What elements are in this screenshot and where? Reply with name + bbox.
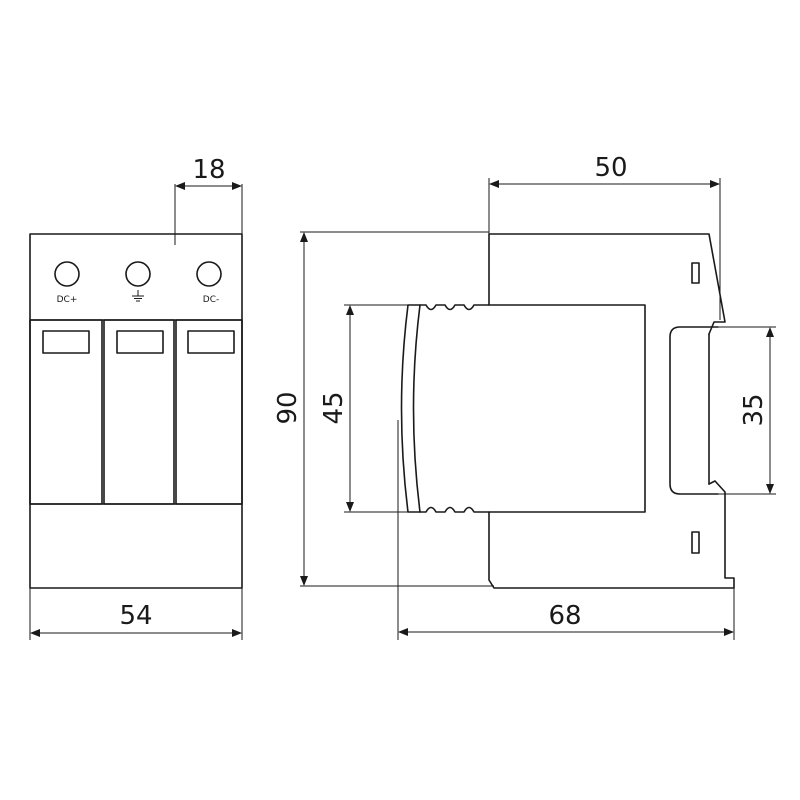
terminal-label-dc-minus: DC- (203, 295, 219, 305)
status-window-1 (42, 330, 90, 354)
front-view: DC+ DC- 18 54 (29, 155, 243, 640)
plug-module-outline (400, 304, 646, 513)
module-3 (175, 319, 243, 505)
plug-module-front-curve (412, 304, 421, 513)
terminal-ground (125, 261, 151, 287)
dim-90-label: 90 (273, 391, 303, 424)
module-1 (29, 319, 103, 505)
terminal-dc-plus (54, 261, 80, 287)
dim-18-label: 18 (192, 155, 225, 185)
terminal-label-dc-plus: DC+ (57, 295, 78, 305)
ground-symbol-icon (132, 290, 144, 302)
din-rail-clip (669, 326, 719, 495)
module-2 (103, 319, 175, 505)
status-window-3 (187, 330, 235, 354)
dim-54-label: 54 (119, 601, 152, 631)
side-view: 90 45 35 50 68 (273, 153, 776, 640)
dim-35-label: 35 (739, 393, 769, 426)
dim-68-label: 68 (548, 601, 581, 631)
front-housing (29, 233, 243, 589)
top-latch-slot (691, 262, 700, 284)
status-window-2 (116, 330, 164, 354)
dim-50-label: 50 (594, 153, 627, 183)
bottom-latch-slot (691, 531, 700, 554)
dim-45-label: 45 (319, 391, 349, 424)
terminal-dc-minus (196, 261, 222, 287)
side-body-outline (488, 233, 735, 589)
